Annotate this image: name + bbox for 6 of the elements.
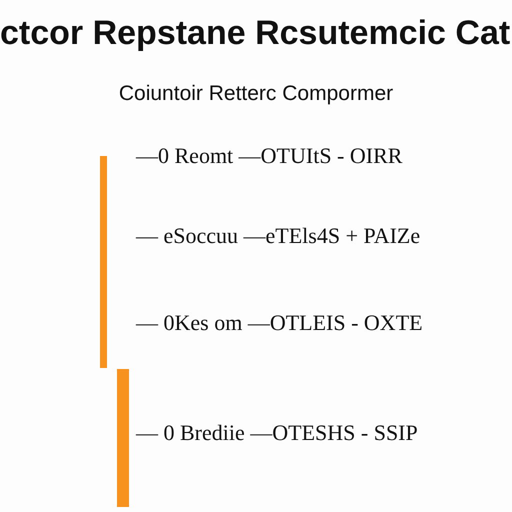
list-entry: — eSoccuu —eTEls4S + PAIZe bbox=[136, 223, 420, 249]
diagram-title: ctcor Repstane Rcsutemcic Cati bbox=[0, 14, 512, 53]
list-entry: — 0 Brediie —OTESHS - SSIP bbox=[136, 420, 418, 446]
subtitle: Coiuntoir Retterc Compormer bbox=[118, 82, 394, 106]
list-entry: —0 Reomt —OTUItS - OIRR bbox=[136, 143, 402, 169]
list-entry: — 0Kes om —OTLEIS - OXTE bbox=[136, 310, 423, 336]
